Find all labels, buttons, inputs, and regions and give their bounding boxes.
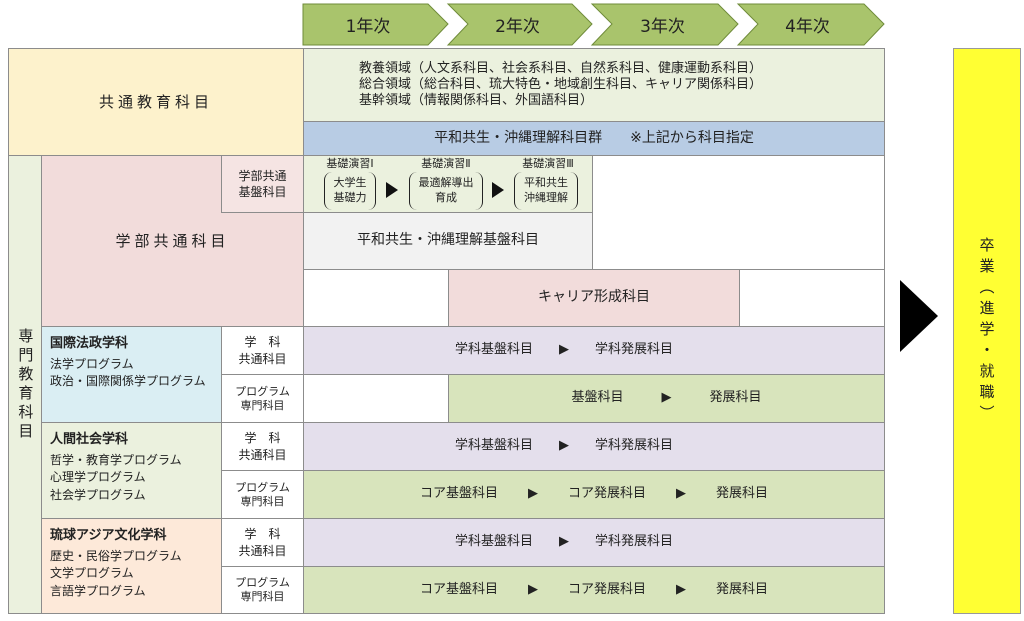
flow-arrow: ▶ xyxy=(527,581,538,597)
year-label-3: 3年次 xyxy=(640,16,685,37)
dept2-program-flow: コア基盤科目 ▶ コア発展科目 ▶ 発展科目 xyxy=(303,470,885,519)
career-course: キャリア形成科目 xyxy=(448,269,740,327)
program-item: 政治・国際関係学プログラム xyxy=(50,374,206,389)
peace-basic-course: 平和共生・沖縄理解基盤科目 xyxy=(303,212,593,270)
flow-item: コア発展科目 xyxy=(567,581,646,597)
dept-name: 琉球アジア文化学科 xyxy=(50,528,167,543)
flow-item: コア発展科目 xyxy=(567,486,646,502)
flow-item: 発展科目 xyxy=(709,390,762,406)
flow-item: 学科基盤科目 xyxy=(454,342,533,358)
common-line-3: 基幹領域（情報関係科目、外国語科目） xyxy=(359,93,594,109)
seminar-3-content: 平和共生 沖縄理解 xyxy=(514,172,578,210)
flow-item: 発展科目 xyxy=(716,581,769,597)
flow-arrow: ▶ xyxy=(559,342,569,358)
graduation-box: 卒業（進学・就職） xyxy=(953,48,1021,614)
program-item: 哲学・教育学プログラム xyxy=(50,452,182,467)
common-education-label: 共通教育科目 xyxy=(8,48,304,156)
flow-item: コア基盤科目 xyxy=(419,486,498,502)
faculty-basic-label: 学部共通基盤科目 xyxy=(221,155,304,213)
common-education-content: 教養領域（人文系科目、社会系科目、自然系科目、健康運動系科目） 総合領域（総合科… xyxy=(303,48,885,122)
flow-item: 発展科目 xyxy=(716,486,769,502)
program-specialized-label: プログラム 専門科目 xyxy=(221,374,304,423)
flow-item: 学科基盤科目 xyxy=(454,438,533,454)
dept1-program-empty xyxy=(303,374,449,423)
faculty-basic-text: 学部共通基盤科目 xyxy=(238,168,287,199)
flow-arrow: ▶ xyxy=(527,486,538,502)
empty-cell-upper-right xyxy=(592,155,885,270)
flow-arrow: ▶ xyxy=(559,534,569,550)
basic-seminars-area xyxy=(303,155,593,213)
year-label-1: 1年次 xyxy=(345,16,391,37)
dept1-program-flow: 基盤科目 ▶ 発展科目 xyxy=(448,374,885,423)
year-chevron-4 xyxy=(736,3,885,46)
flow-item: 学科発展科目 xyxy=(595,342,674,358)
dept-common-label: 学 科 共通科目 xyxy=(221,422,304,471)
program-item: 言語学プログラム xyxy=(50,583,146,598)
year-chevrons xyxy=(302,3,885,46)
dept-name: 国際法政学科 xyxy=(50,336,129,351)
flow-arrow: ▶ xyxy=(661,390,672,406)
program-specialized-label: プログラム 専門科目 xyxy=(221,566,304,614)
graduation-text: 卒業（進学・就職） xyxy=(977,236,996,426)
seminar-1-title: 基礎演習Ⅰ xyxy=(326,157,374,170)
year-label-2: 2年次 xyxy=(495,16,540,37)
dept-common-label: 学 科 共通科目 xyxy=(221,326,304,375)
flow-item: コア基盤科目 xyxy=(419,581,498,597)
program-item: 歴史・民俗学プログラム xyxy=(50,548,182,563)
dept3-common-flow: 学科基盤科目 ▶ 学科発展科目 xyxy=(303,518,885,567)
flow-item: 学科基盤科目 xyxy=(454,534,533,550)
program-item: 文学プログラム xyxy=(50,566,134,581)
program-specialized-label: プログラム 専門科目 xyxy=(221,470,304,519)
year-chevron-1 xyxy=(302,3,449,46)
flow-arrow: ▶ xyxy=(676,486,686,502)
program-item: 社会学プログラム xyxy=(50,487,146,502)
seminar-3-title: 基礎演習Ⅲ xyxy=(522,157,574,170)
year-chevron-2 xyxy=(446,3,593,46)
specialized-education-label: 専門教育科目 xyxy=(8,155,42,614)
dept-name: 人間社会学科 xyxy=(50,432,129,447)
flow-arrow: ▶ xyxy=(559,438,569,454)
flow-arrow: ▶ xyxy=(676,581,686,597)
program-item: 心理学プログラム xyxy=(50,470,146,485)
year-chevron-3 xyxy=(590,3,739,46)
common-line-1: 教養領域（人文系科目、社会系科目、自然系科目、健康運動系科目） xyxy=(359,60,763,76)
dept-international-law: 国際法政学科 法学プログラム 政治・国際関係学プログラム xyxy=(41,326,222,423)
dept2-common-flow: 学科基盤科目 ▶ 学科発展科目 xyxy=(303,422,885,471)
specialized-education-text: 専門教育科目 xyxy=(16,327,35,442)
seminar-arrow-2 xyxy=(492,182,504,198)
flow-item: 学科発展科目 xyxy=(595,438,674,454)
dept-human-society: 人間社会学科 哲学・教育学プログラム 心理学プログラム 社会学プログラム xyxy=(41,422,222,519)
flow-item: 学科発展科目 xyxy=(595,534,674,550)
dept-ryukyu-asia-culture: 琉球アジア文化学科 歴史・民俗学プログラム 文学プログラム 言語学プログラム xyxy=(41,518,222,614)
flow-item: 基盤科目 xyxy=(571,390,624,406)
seminar-2-title: 基礎演習Ⅱ xyxy=(421,157,471,170)
seminar-1-content: 大学生 基礎力 xyxy=(324,172,376,210)
seminar-arrow-1 xyxy=(386,182,398,198)
dept3-program-flow: コア基盤科目 ▶ コア発展科目 ▶ 発展科目 xyxy=(303,566,885,614)
seminar-2-content: 最適解導出 育成 xyxy=(409,172,483,210)
common-line-2: 総合領域（総合科目、琉大特色・地域創生科目、キャリア関係科目） xyxy=(359,76,763,92)
dept1-common-flow: 学科基盤科目 ▶ 学科発展科目 xyxy=(303,326,885,375)
graduation-arrow-icon xyxy=(900,280,938,352)
year-label-4: 4年次 xyxy=(785,16,830,37)
peace-course-group-bar: 平和共生・沖縄理解科目群 ※上記から科目指定 xyxy=(303,121,885,156)
program-item: 法学プログラム xyxy=(50,356,134,371)
dept-common-label: 学 科 共通科目 xyxy=(221,518,304,567)
